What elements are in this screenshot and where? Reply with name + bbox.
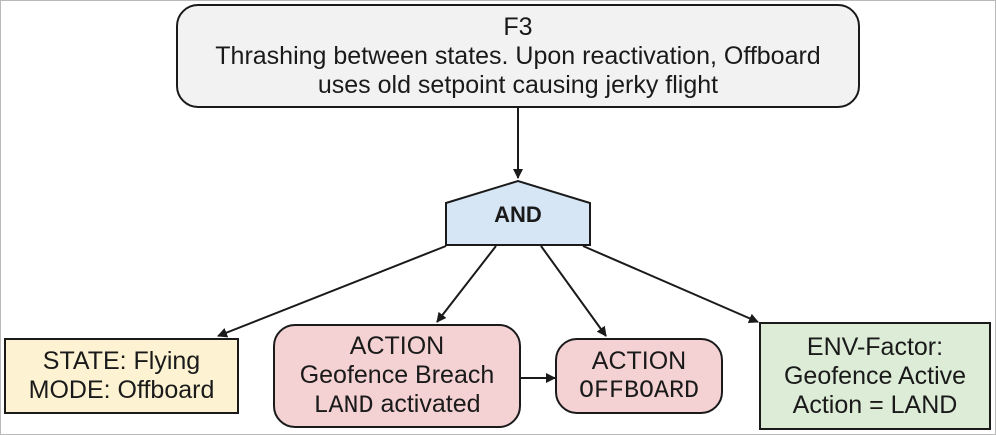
action-geofence-line2: Geofence Breach xyxy=(299,361,495,389)
edge-gate-to-action-geofence xyxy=(436,245,497,323)
and-gate-label: AND xyxy=(494,202,542,227)
env-factor-line2: Geofence Active xyxy=(783,361,967,390)
state-line2: MODE: Offboard xyxy=(28,376,215,404)
top-event-line2: uses old setpoint causing jerky flight xyxy=(317,70,719,99)
env-factor-line3: Action = LAND xyxy=(792,390,958,419)
action-geofence-land-code: LAND xyxy=(313,391,374,420)
top-event-line1: Thrashing between states. Upon reactivat… xyxy=(215,41,821,70)
action-offboard-line1: ACTION xyxy=(591,347,687,375)
action-geofence-node: ACTION Geofence Breach LAND activated xyxy=(273,324,521,428)
action-geofence-line3: LAND activated xyxy=(313,390,480,420)
action-offboard-node: ACTION OFFBOARD xyxy=(555,338,723,414)
and-gate-shape xyxy=(445,179,591,246)
env-factor-line1: ENV-Factor: xyxy=(806,332,944,361)
state-line1: STATE: Flying xyxy=(42,347,201,375)
env-factor-node: ENV-Factor: Geofence Active Action = LAN… xyxy=(759,322,991,430)
edge-gate-to-action-offboard xyxy=(540,245,607,337)
state-node: STATE: Flying MODE: Offboard xyxy=(4,338,239,414)
action-geofence-line1: ACTION xyxy=(349,332,445,360)
action-geofence-activated: activated xyxy=(373,390,481,418)
action-offboard-code: OFFBOARD xyxy=(578,376,700,405)
top-event-id: F3 xyxy=(503,12,533,41)
edge-gate-to-env xyxy=(582,245,759,324)
top-event-node: F3 Thrashing between states. Upon reacti… xyxy=(176,4,860,108)
edge-gate-to-state xyxy=(217,245,447,338)
